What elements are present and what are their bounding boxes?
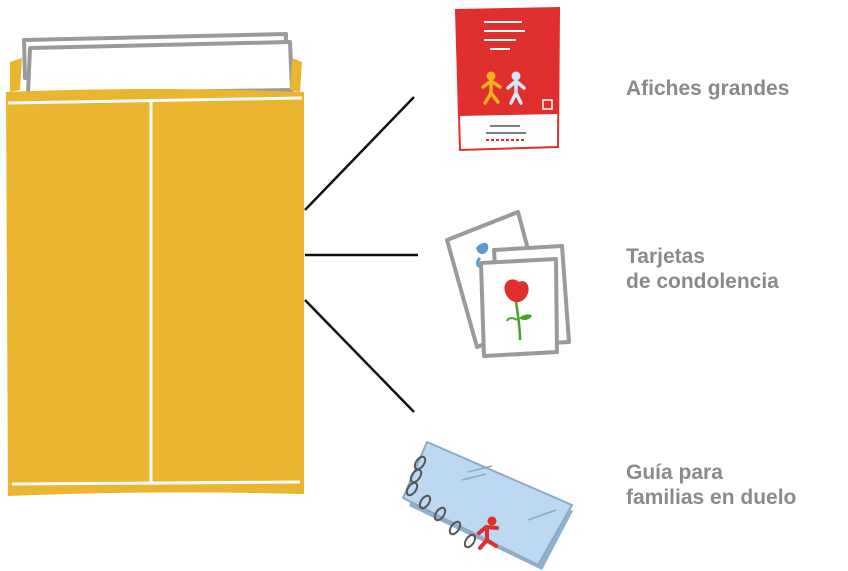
label-guia-line-2: familias en duelo [626,486,797,509]
label-guia-line-1: Guía para [626,461,723,484]
figure-orange [481,71,502,105]
envelope-illustration [6,32,304,496]
figure-blue [506,71,526,105]
condolence-cards-icon [445,210,571,358]
spiral-guide-book-icon [402,441,573,570]
label-tarjetas-line-1: Tarjetas [626,245,705,268]
spiral-binding [405,455,477,549]
rose-icon [504,279,532,341]
label-tarjetas-de-condolencia: Tarjetas de condolencia [626,244,779,294]
label-afiches-line-1: Afiches grandes [626,77,790,100]
connector-lines [304,96,418,413]
label-guia-para-familias: Guía para familias en duelo [626,460,796,510]
label-tarjetas-line-2: de condolencia [626,270,779,293]
connector-guide [304,299,415,413]
red-poster-icon [454,6,561,152]
red-figure-icon [477,516,499,550]
label-afiches-grandes: Afiches grandes [626,76,789,101]
connector-posters [304,96,415,211]
